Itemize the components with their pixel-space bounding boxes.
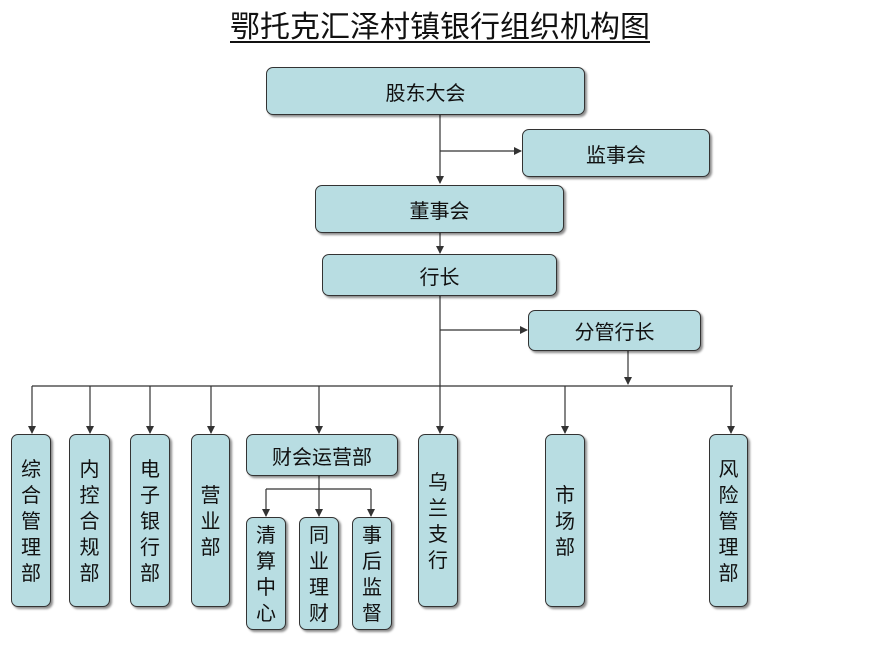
node-interbank: 同业理财 [299, 517, 339, 630]
node-label: 营业部 [200, 482, 221, 559]
node-general-mgmt: 综合管理部 [11, 434, 51, 607]
node-label: 内控合规部 [79, 456, 100, 585]
node-clearing: 清算中心 [246, 517, 286, 630]
chart-title: 鄂托克汇泽村镇银行组织机构图 [230, 10, 650, 45]
node-label: 董事会 [409, 198, 470, 223]
node-market: 市场部 [545, 434, 585, 607]
node-label: 财会运营部 [272, 444, 372, 469]
node-label: 风险管理部 [718, 456, 739, 585]
node-post-audit: 事后监督 [352, 517, 392, 630]
node-label: 同业理财 [309, 522, 329, 625]
node-finance-ops: 财会运营部 [246, 434, 398, 476]
node-business: 营业部 [191, 434, 230, 607]
node-internal-control: 内控合规部 [69, 434, 110, 607]
node-label: 市场部 [555, 482, 575, 559]
node-risk-mgmt: 风险管理部 [709, 434, 748, 607]
node-supervisors: 监事会 [522, 129, 710, 177]
node-label: 电子银行部 [140, 456, 160, 585]
node-e-banking: 电子银行部 [130, 434, 170, 607]
node-shareholders: 股东大会 [266, 67, 585, 115]
node-label: 股东大会 [385, 80, 466, 105]
node-president: 行长 [322, 254, 557, 296]
node-board: 董事会 [315, 185, 564, 233]
node-label: 行长 [419, 264, 460, 289]
node-label: 乌兰支行 [428, 469, 448, 572]
node-label: 监事会 [586, 142, 646, 167]
node-vice-president: 分管行长 [528, 310, 701, 351]
node-label: 清算中心 [256, 522, 276, 625]
node-label: 事后监督 [362, 522, 382, 625]
node-wulan-branch: 乌兰支行 [418, 434, 458, 607]
node-label: 综合管理部 [21, 456, 41, 585]
node-label: 分管行长 [574, 320, 655, 344]
